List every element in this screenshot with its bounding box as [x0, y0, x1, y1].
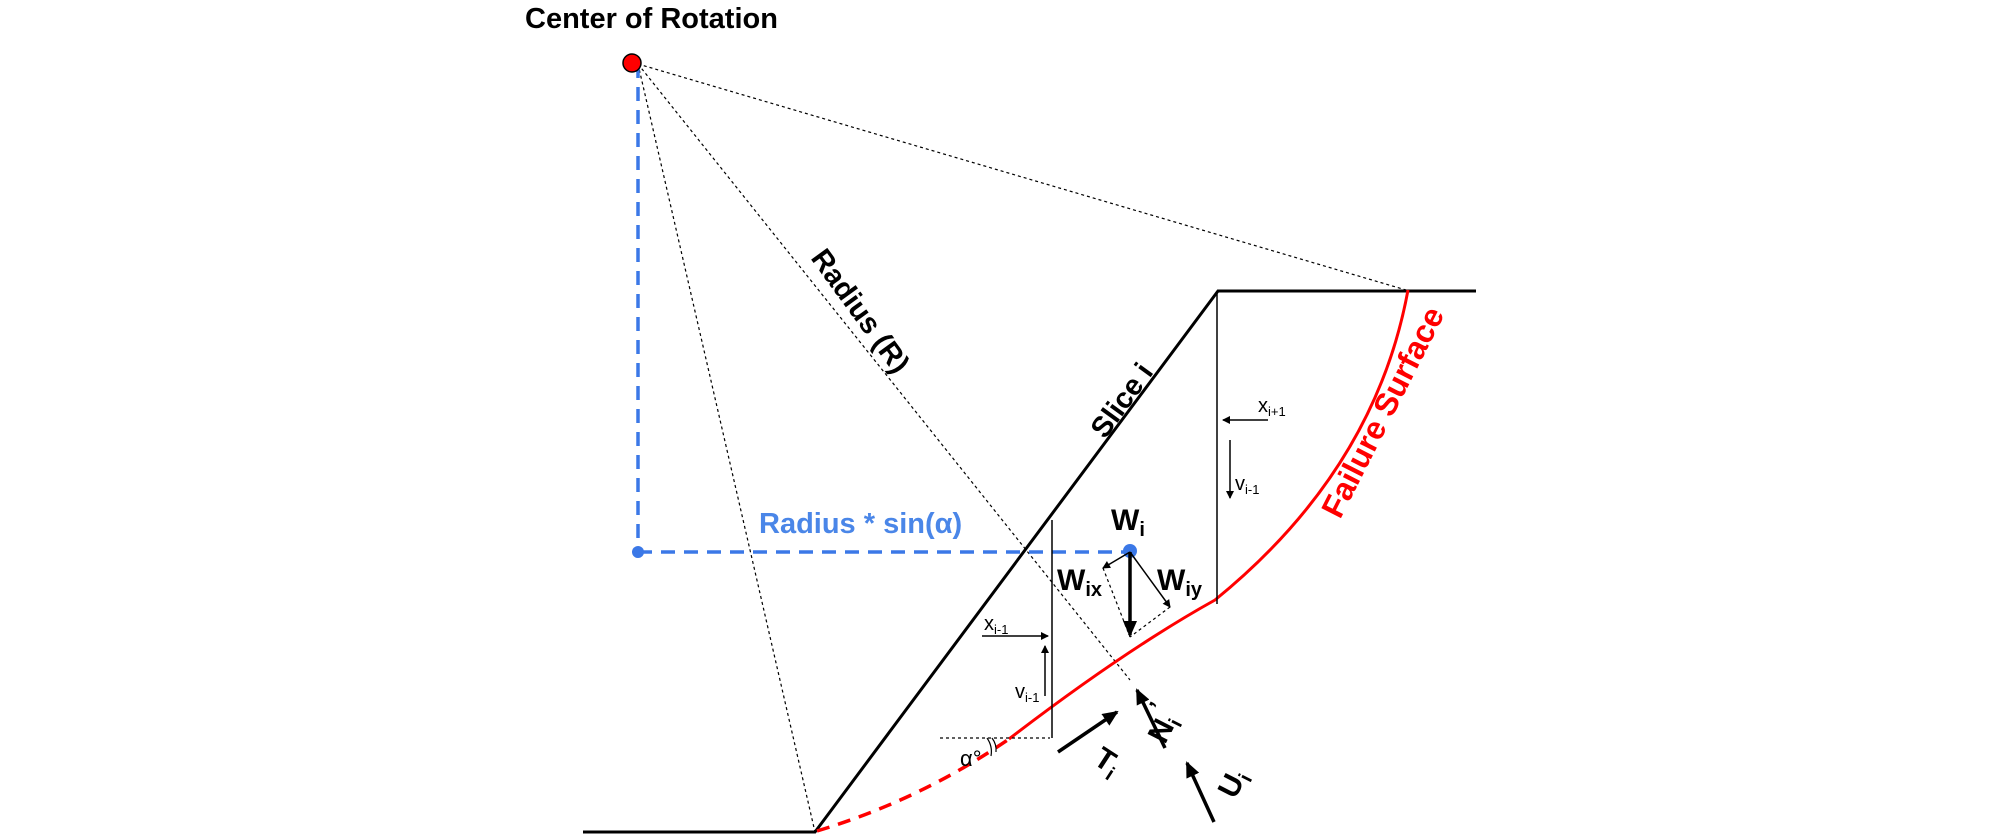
weight-y-label: Wiy	[1157, 564, 1203, 601]
radius-label: Radius (R)	[804, 243, 915, 379]
radius-line-to-slice	[637, 63, 1131, 681]
arm-endpoint	[632, 546, 644, 558]
pore-pressure-label: Ui	[1212, 764, 1257, 805]
radius-line-to-toe	[637, 63, 816, 833]
shear-force-label-main: T	[1088, 741, 1121, 779]
v-left-label-main: v	[1015, 681, 1025, 703]
weight-y-arrow	[1129, 551, 1171, 608]
v-left-label: vi-1	[1015, 681, 1039, 705]
shear-force-label: Ti	[1086, 741, 1126, 785]
v-right-label-sub: i-1	[1245, 482, 1259, 497]
shear-arrow	[1057, 710, 1119, 754]
failure-surface-dashed	[816, 737, 1010, 833]
weight-label: Wi	[1111, 504, 1145, 541]
v-right-label: vi-1	[1235, 473, 1259, 497]
weight-y-label-sub: iy	[1185, 579, 1203, 601]
weight-x-label-sub: ix	[1085, 579, 1102, 601]
center-of-rotation-label: Center of Rotation	[525, 3, 778, 35]
failure-surface-curve	[1008, 289, 1410, 741]
normal-arrow	[1135, 688, 1167, 749]
angle-label: α°	[960, 746, 982, 771]
x-left-label-main: x	[984, 613, 994, 635]
weight-label-sub: i	[1139, 519, 1145, 541]
x-left-label-sub: i-1	[994, 622, 1008, 637]
center-of-rotation-point	[622, 53, 642, 73]
pore-pressure-label-main: U	[1212, 769, 1251, 803]
x-right-label-main: x	[1258, 395, 1268, 417]
weight-label-main: W	[1111, 504, 1140, 537]
pore-pressure-arrow	[1185, 761, 1216, 823]
weight-x-arrow	[1102, 551, 1131, 569]
weight-x-label: Wix	[1057, 564, 1102, 601]
radius-line-to-crest	[637, 63, 1407, 291]
normal-force-label: Ni’	[1132, 698, 1190, 750]
slope-profile	[583, 289, 1476, 834]
x-left-label: xi-1	[984, 613, 1008, 637]
weight-y-label-main: W	[1157, 564, 1186, 597]
angle-arc	[991, 737, 997, 753]
normal-force-label-main: N	[1142, 714, 1181, 748]
weight-y-projection	[1129, 606, 1171, 638]
slice-label: Slice i	[1085, 357, 1160, 444]
weight-x-projection	[1102, 567, 1131, 638]
angle-arc-2	[986, 737, 992, 757]
x-right-label: xi+1	[1258, 395, 1286, 419]
v-right-label-main: v	[1235, 473, 1245, 495]
x-right-label-sub: i+1	[1268, 404, 1286, 419]
failure-surface-label: Failure Surface	[1314, 301, 1451, 523]
weight-x-label-main: W	[1057, 564, 1086, 597]
radius-sin-label: Radius * sin(α)	[759, 508, 962, 540]
v-left-label-sub: i-1	[1025, 690, 1039, 705]
